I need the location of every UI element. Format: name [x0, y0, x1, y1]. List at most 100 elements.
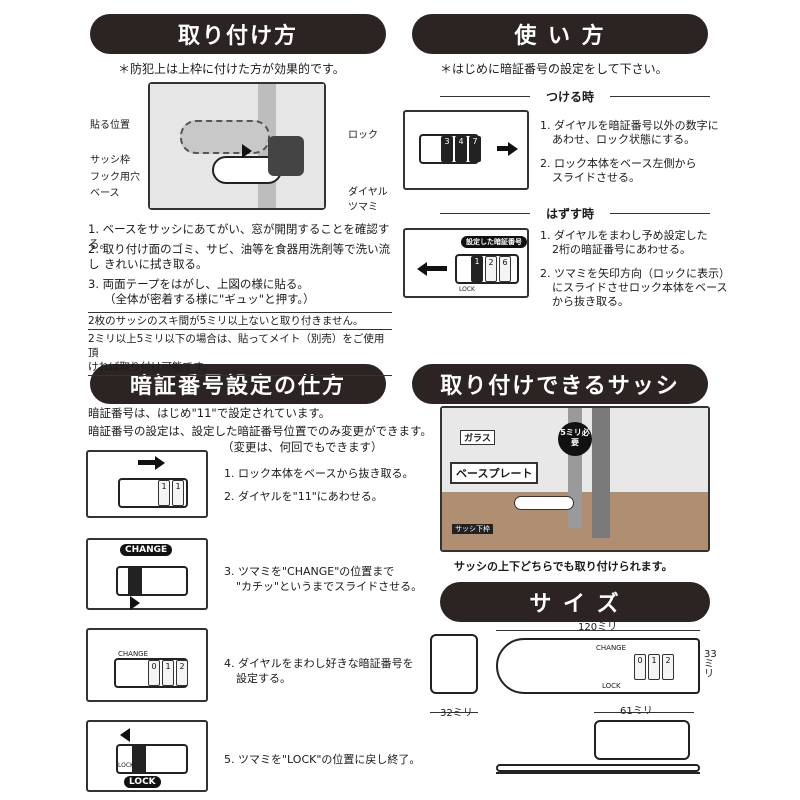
code-arrow-shaft-1 — [138, 460, 156, 465]
install-warning-2: 2ミリ以上5ミリ以下の場合は、貼ってメイト（別売）をご使用頂 ければ取り付け可能… — [88, 331, 392, 376]
size-33: 33ミリ — [704, 649, 717, 680]
header-code: 暗証番号設定の仕方 — [90, 364, 386, 404]
size-top-base — [496, 764, 700, 772]
label-lock: ロック — [348, 130, 378, 141]
attach-step-1b: あわせ、ロック状態にする。 — [552, 133, 696, 146]
detach-step-2b: にスライドさせロック本体をベース — [552, 281, 728, 294]
attach-title: つける時 — [530, 88, 610, 105]
code-step-2: 2. ダイヤルを"11"にあわせる。 — [224, 490, 383, 503]
install-step-1: 1. ベースをサッシにあてがい、窓が開閉することを確認する。 — [88, 222, 390, 251]
slide-arrow-icon — [242, 144, 252, 158]
code-intro-2: 暗証番号の設定は、設定した暗証番号位置でのみ変更ができます。 — [88, 424, 432, 438]
label-frame: サッシ枠 — [90, 155, 130, 166]
attach-arrow-shaft — [497, 146, 509, 151]
detach-lock-label: LOCK — [459, 286, 475, 293]
install-warning-2a: 2ミリ以上5ミリ以下の場合は、貼ってメイト（別売）をご使用頂 — [88, 333, 385, 359]
install-step-2: 2. 取り付け面のゴミ、サビ、油等を食器用洗剤等で洗い流し — [88, 242, 391, 271]
header-sash: 取り付けできるサッシ — [412, 364, 708, 404]
sash-gap-badge: 5ミリ必要 — [558, 422, 592, 456]
header-size: サ イ ズ — [440, 582, 710, 622]
sash-illustration: ガラス 5ミリ必要 ベースプレート サッシ下枠 — [440, 406, 710, 552]
size-change-label: CHANGE — [596, 644, 627, 652]
code-illustration-5: LOCK LOCK — [86, 720, 208, 792]
sash-baseplate-label: ベースプレート — [450, 462, 539, 484]
detach-step-1b: 2桁の暗証番号にあわせる。 — [552, 243, 691, 256]
size-61-line — [594, 712, 694, 713]
code-step-5: 5. ツマミを"LOCK"の位置に戻し終了。 — [224, 753, 421, 766]
code-arrow-icon-5 — [120, 728, 130, 742]
code-dial-4a: 0 — [148, 660, 160, 686]
code-dial-4b: 1 — [162, 660, 174, 686]
install-illustration — [148, 82, 326, 210]
size-dial-2: 1 — [648, 654, 660, 680]
size-120: 120ミリ — [578, 622, 618, 633]
size-dial-3: 2 — [662, 654, 674, 680]
label-dial: ダイヤル — [348, 187, 388, 198]
lock-body — [268, 136, 304, 176]
detach-dial-1: 1 — [471, 256, 483, 282]
code-step-3b: "カチッ"というまでスライドさせる。 — [236, 580, 423, 593]
code-change-badge: CHANGE — [120, 544, 173, 556]
size-side-view — [430, 634, 478, 694]
size-dial-1: 0 — [634, 654, 646, 680]
attach-step-1: 1. ダイヤルを暗証番号以外の数字に — [540, 119, 719, 132]
header-install: 取り付け方 — [90, 14, 386, 54]
use-note: ＊はじめに暗証番号の設定をして下さい。 — [440, 62, 668, 76]
detach-arrow-shaft — [427, 266, 447, 271]
detach-step-2: 2. ツマミを矢印方向（ロックに表示） — [540, 267, 730, 280]
code-lock-badge: LOCK — [124, 776, 161, 788]
size-lock-label: LOCK — [602, 682, 621, 690]
code-step-4: 4. ダイヤルをまわし好きな暗証番号を — [224, 657, 414, 670]
attach-step-2b: スライドさせる。 — [552, 171, 640, 184]
code-arrow-icon-3 — [130, 596, 140, 610]
code-step-4b: 設定する。 — [236, 672, 291, 685]
code-dial-4c: 2 — [176, 660, 188, 686]
detach-dial-2: 2 — [485, 256, 497, 282]
attach-dial-3: 7 — [469, 136, 481, 162]
attach-dial-2: 4 — [455, 136, 467, 162]
install-warning-1: 2枚のサッシのスキ間が5ミリ以上ないと取り付きません。 — [88, 312, 392, 330]
label-knob: ツマミ — [348, 202, 378, 213]
code-arrow-icon-1 — [155, 456, 165, 470]
code-illustration-1: 1 1 — [86, 450, 208, 518]
size-61: 61ミリ — [620, 702, 653, 717]
size-32: 32ミリ — [440, 708, 473, 719]
detach-illustration: 設定した暗証番号 1 2 6 LOCK — [403, 228, 529, 298]
detach-step-2c: から抜き取る。 — [552, 295, 629, 308]
detach-badge: 設定した暗証番号 — [461, 236, 527, 248]
sash-glass-label: ガラス — [460, 430, 495, 445]
install-step-3b: （全体が密着する様に"ギュッ"と押す。） — [104, 292, 315, 306]
label-base: ベース — [90, 188, 120, 199]
sash-lower-frame-label: サッシ下枠 — [452, 524, 493, 534]
code-dial-1b: 1 — [172, 480, 184, 506]
code-knob-3 — [128, 568, 142, 594]
sash-post-1 — [592, 408, 610, 538]
size-top-view — [496, 720, 700, 774]
code-dial-1a: 1 — [158, 480, 170, 506]
code-step-3: 3. ツマミを"CHANGE"の位置まで — [224, 565, 395, 578]
detach-step-1: 1. ダイヤルをまわし予め設定した — [540, 229, 708, 242]
size-top-body — [594, 720, 690, 760]
code-lock-body-3 — [116, 566, 188, 596]
attach-step-2: 2. ロック本体をベース左側から — [540, 157, 697, 170]
size-32-line — [430, 712, 478, 713]
code-lock-body-5 — [116, 744, 188, 774]
header-use: 使 い 方 — [412, 14, 708, 54]
sash-baseplate — [514, 496, 574, 510]
affix-area — [180, 120, 270, 154]
install-step-3: 3. 両面テープをはがし、上図の様に貼る。 — [88, 277, 309, 291]
label-hook: フック用穴 — [90, 172, 140, 183]
attach-illustration: 3 4 7 — [403, 110, 529, 190]
sash-caption: サッシの上下どちらでも取り付けられます。 — [454, 560, 673, 573]
code-knob-5 — [132, 746, 146, 772]
detach-arrow-icon — [417, 262, 427, 276]
detach-title: はずす時 — [530, 205, 610, 222]
install-warning-2b: ければ取り付け可能です。 — [88, 361, 213, 373]
install-note: ＊防犯上は上枠に付けた方が効果的です。 — [118, 62, 345, 76]
install-step-2b: きれいに拭き取る。 — [104, 257, 208, 271]
size-front-view: CHANGE 0 1 2 LOCK — [496, 638, 700, 694]
size-120-line — [496, 630, 700, 631]
code-change-small: CHANGE — [118, 650, 149, 658]
label-affix: 貼る位置 — [90, 120, 130, 131]
code-intro-3: （変更は、何回でもできます） — [222, 440, 383, 454]
